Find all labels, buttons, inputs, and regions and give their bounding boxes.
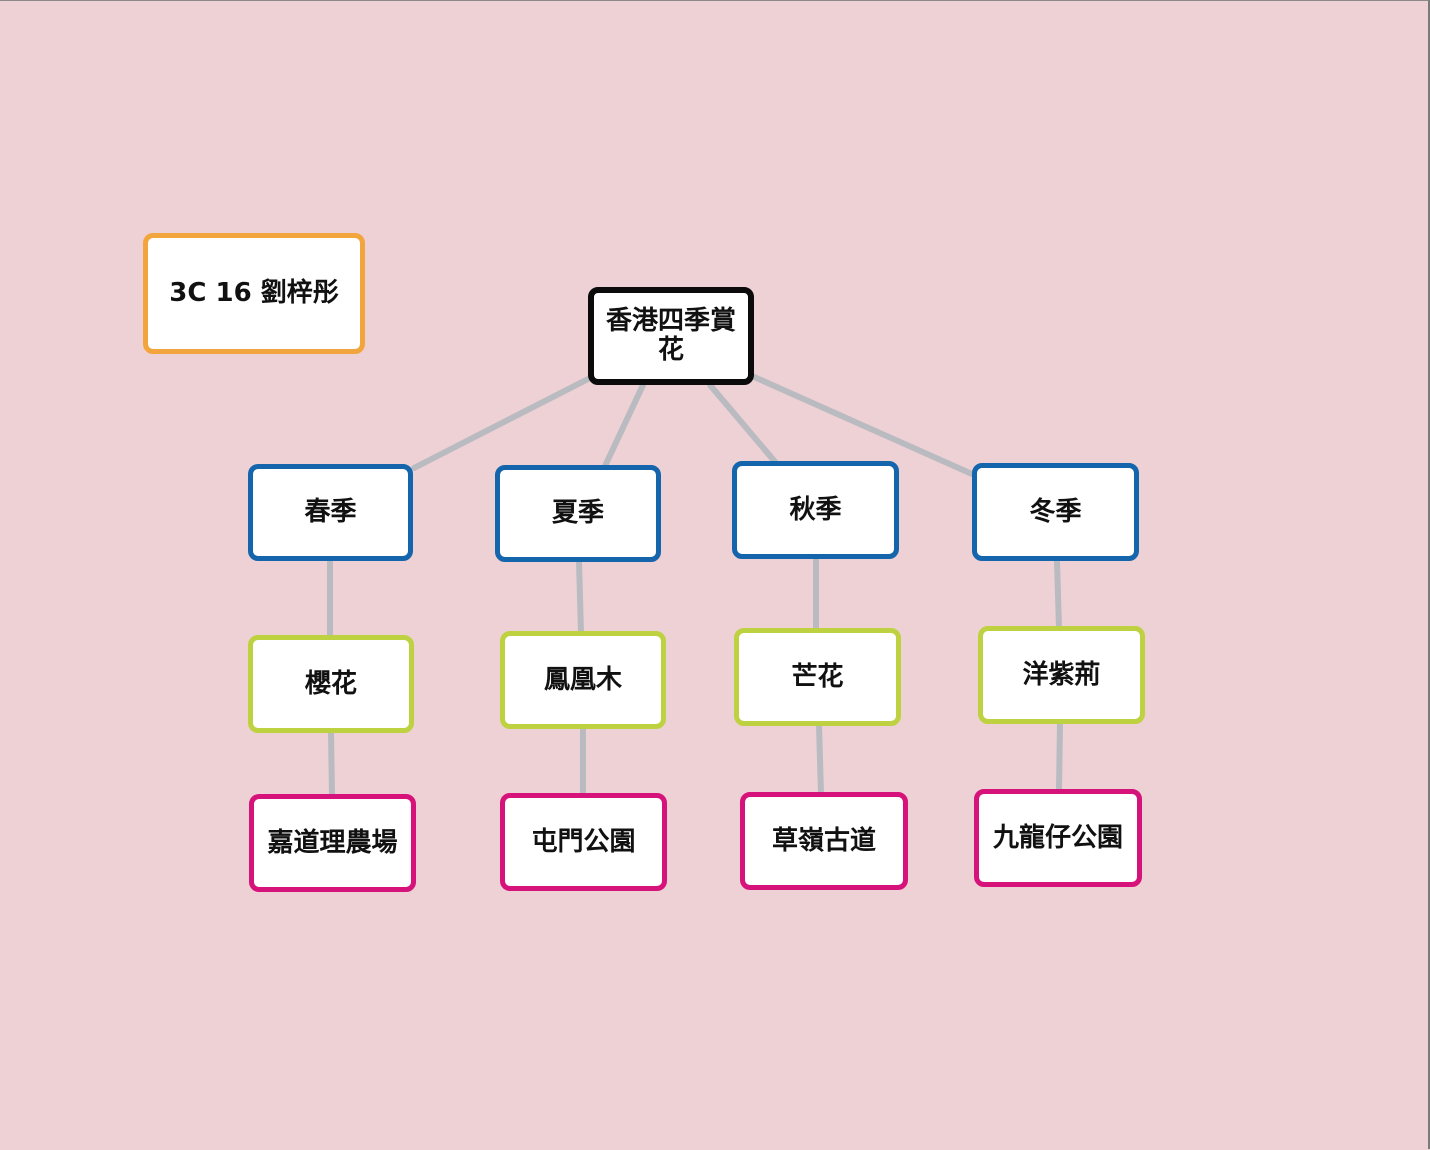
root-node-title: 香港四季賞花 — [588, 287, 754, 385]
place-node-autumn: 草嶺古道 — [740, 792, 908, 890]
flower-node-winter: 洋紫荊 — [978, 626, 1145, 724]
connector-autumn-place — [816, 722, 824, 797]
connector-winter-flower — [1054, 558, 1062, 631]
connector-winter-place — [1056, 719, 1063, 794]
flower-node-spring: 櫻花 — [248, 635, 414, 733]
season-node-winter: 冬季 — [972, 463, 1139, 561]
season-node-summer: 夏季 — [495, 465, 661, 562]
connector-root-autumn — [707, 382, 779, 466]
connector-root-summer — [602, 382, 646, 469]
place-node-summer: 屯門公園 — [500, 793, 667, 891]
connector-spring-place — [328, 729, 335, 799]
author-label: 3C 16 劉梓彤 — [143, 233, 365, 354]
connector-summer-flower — [576, 558, 584, 636]
place-node-spring: 嘉道理農場 — [249, 794, 416, 892]
connector-root-winter — [749, 373, 975, 477]
connector-root-spring — [411, 375, 593, 471]
flower-node-autumn: 芒花 — [734, 628, 901, 726]
place-node-winter: 九龍仔公園 — [974, 789, 1142, 887]
season-node-spring: 春季 — [248, 464, 413, 561]
season-node-autumn: 秋季 — [732, 461, 899, 559]
flower-node-summer: 鳳凰木 — [500, 631, 666, 729]
